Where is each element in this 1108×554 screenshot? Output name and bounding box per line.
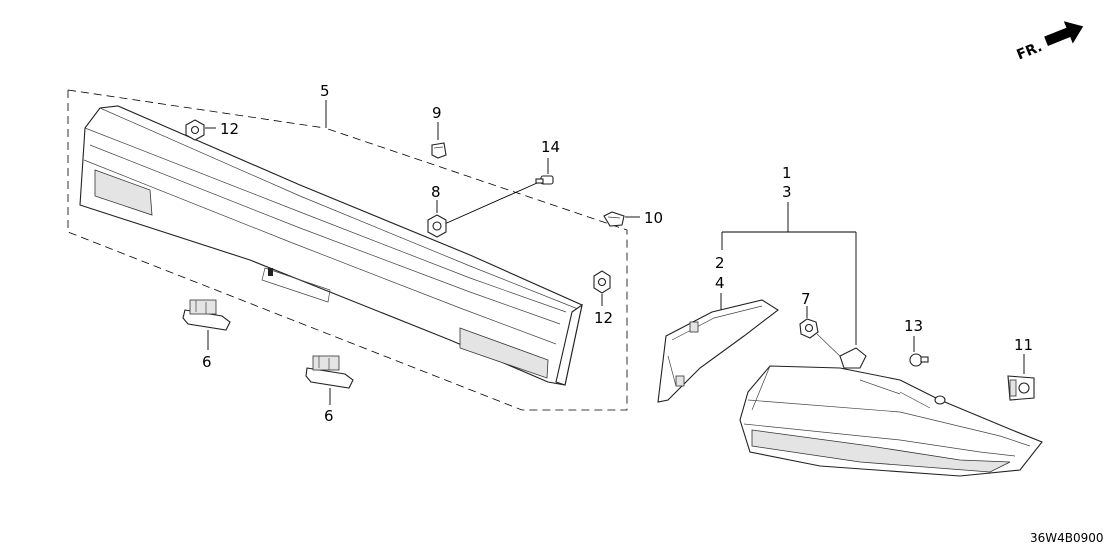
clip-9[interactable] (431, 142, 447, 159)
socket-11[interactable] (1007, 375, 1035, 401)
bracket-1-3 (721, 202, 857, 345)
callout-12-lower: 12 (594, 309, 613, 327)
callout-12-upper: 12 (220, 120, 239, 138)
callout-4: 4 (715, 274, 725, 292)
figure-code: 36W4B0900 (1030, 531, 1104, 545)
callout-5: 5 (320, 82, 330, 100)
socket-7[interactable] (799, 318, 819, 339)
callout-3: 3 (782, 183, 792, 201)
front-direction-icon: FR. (1015, 21, 1084, 64)
callout-7: 7 (801, 290, 811, 308)
light-6-right[interactable] (305, 355, 354, 389)
callout-13: 13 (904, 317, 923, 335)
direction-label: FR. (1015, 39, 1045, 64)
callout-14: 14 (541, 138, 560, 156)
callout-2: 2 (715, 254, 725, 272)
callout-10: 10 (644, 209, 663, 227)
callout-6-right: 6 (324, 407, 334, 425)
clip-10[interactable] (603, 211, 625, 227)
callout-11: 11 (1014, 336, 1033, 354)
callout-1: 1 (782, 164, 792, 182)
nut-13[interactable] (909, 353, 929, 367)
rear-garnish[interactable] (79, 105, 583, 386)
nut-12-upper[interactable] (185, 119, 205, 141)
light-6-left[interactable] (182, 299, 231, 331)
garnish-assembly-box (67, 89, 628, 411)
nut-12-lower[interactable] (593, 270, 611, 294)
callout-8: 8 (431, 183, 441, 201)
callout-6-left: 6 (202, 353, 212, 371)
screw-14[interactable] (535, 175, 554, 185)
callout-9: 9 (432, 104, 442, 122)
seal-2-4[interactable] (657, 299, 779, 403)
taillight-1-3[interactable] (739, 347, 1043, 477)
grommet-8[interactable] (427, 214, 447, 238)
